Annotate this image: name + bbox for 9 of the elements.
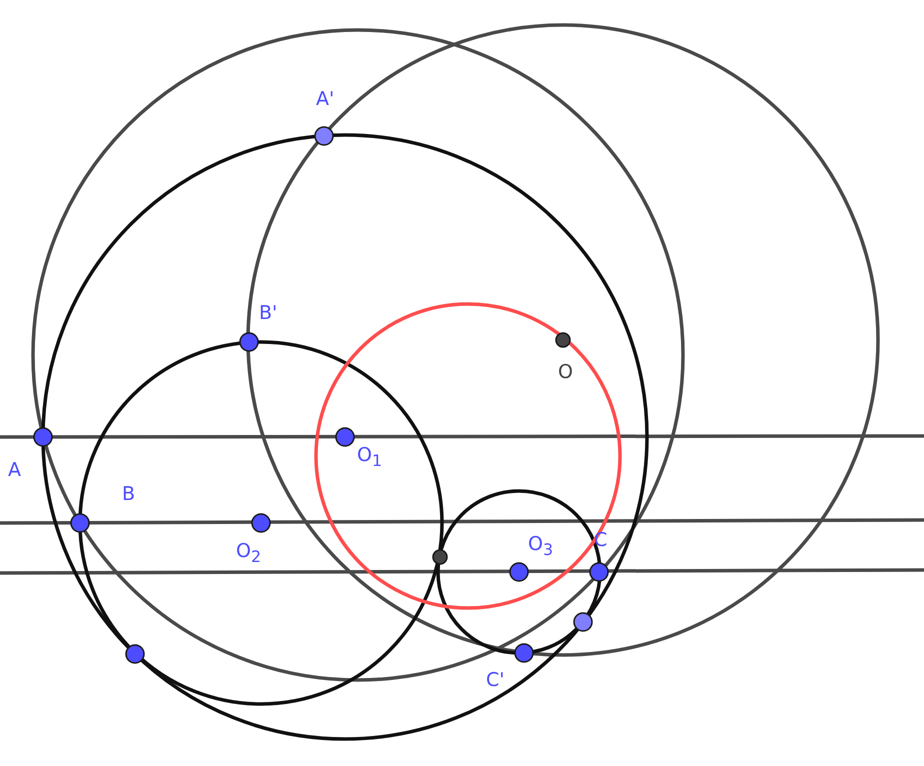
point-label: A bbox=[8, 461, 21, 480]
point-label: O$_{1}$ bbox=[357, 446, 382, 469]
point-label: O bbox=[558, 363, 573, 382]
point-label: C' bbox=[486, 671, 504, 690]
point-label: O$_{2}$ bbox=[236, 542, 262, 565]
point-label: A' bbox=[316, 90, 334, 109]
point-label: B bbox=[122, 485, 136, 504]
point-label: O$_{3}$ bbox=[528, 535, 554, 558]
point-label: B' bbox=[259, 304, 278, 323]
